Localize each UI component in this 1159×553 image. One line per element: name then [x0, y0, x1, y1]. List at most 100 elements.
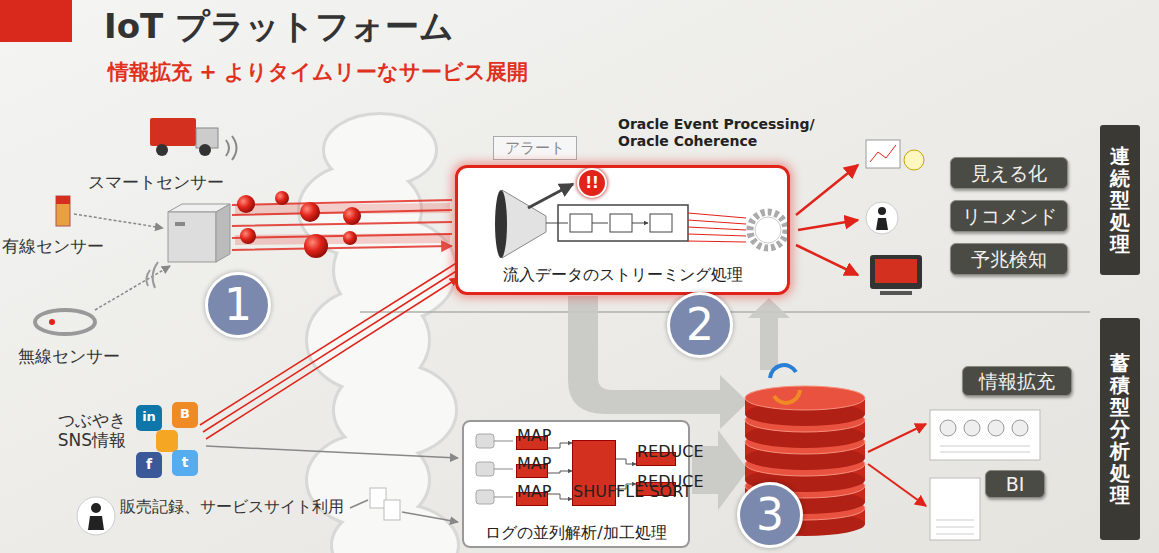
- flow-connector: [548, 443, 572, 448]
- data-balls: [237, 195, 255, 213]
- cloud: [300, 115, 457, 553]
- flow-arrows: [748, 298, 790, 370]
- map-box: MAP: [516, 436, 548, 450]
- wired-sensor-icon: [56, 196, 163, 228]
- log-box-ground: [476, 434, 494, 448]
- box-text: 見える化: [971, 162, 1047, 185]
- flow-connector: [616, 459, 636, 464]
- gateway-icon: [216, 204, 230, 262]
- wired-sensor-icon: [56, 196, 70, 226]
- output-icons: [904, 150, 924, 170]
- pipeline: [688, 213, 746, 242]
- box-text: 3: [756, 489, 784, 542]
- function-box: リコメンド: [950, 200, 1068, 232]
- callout-number: 2: [667, 292, 733, 358]
- side-band: 連続型処理: [1100, 125, 1140, 275]
- truck-icon: [199, 144, 211, 156]
- box-text: REDUCE: [637, 472, 675, 491]
- box-text: ログの並列解析/加工処理: [464, 523, 688, 542]
- report-icons: [940, 420, 956, 436]
- alert-mark: !!: [577, 168, 607, 198]
- output-icons: [875, 259, 917, 283]
- wireless-sensor-icon: [146, 262, 158, 288]
- gear-icon: [755, 217, 781, 243]
- data-balls: [237, 191, 361, 258]
- source-label: つぶやき SNS情報: [40, 410, 126, 451]
- gateway-icon: [168, 204, 230, 262]
- sns-feeds: [206, 446, 458, 458]
- box-text: 情報拡充: [979, 370, 1055, 393]
- file-icons: [384, 500, 400, 520]
- data-stream: [232, 200, 452, 250]
- report-arrows: [868, 424, 926, 506]
- pipeline: [546, 223, 648, 224]
- icon-letter: f: [136, 456, 162, 473]
- device-label: 無線センサー: [18, 346, 120, 366]
- box-text: 流入データのストリーミング処理: [458, 265, 787, 284]
- report-arrows: [868, 424, 926, 452]
- funnel: [495, 190, 546, 258]
- report-arrows: [868, 464, 926, 506]
- box-text: BI: [1006, 473, 1025, 496]
- reduce-box: REDUCE: [636, 452, 676, 466]
- icon-letter: t: [172, 454, 198, 471]
- sns-icons: [172, 450, 198, 476]
- process-box: Oracle Event Processing/ Oracle Coherenc…: [455, 165, 790, 295]
- box-text: REDUCE: [637, 442, 675, 461]
- report-icons: [936, 520, 974, 534]
- sns-feeds: [200, 262, 458, 458]
- alert-box: アラート: [493, 136, 577, 160]
- flow-arrows: [692, 430, 748, 510]
- gear-icon: [750, 212, 786, 248]
- person-icon: [77, 497, 115, 535]
- output-icons: [876, 218, 888, 230]
- box-text: !!: [585, 174, 599, 192]
- alert-arrow: [528, 184, 573, 208]
- refresh-icon: [770, 365, 800, 403]
- cloud: [300, 115, 457, 553]
- output-icons: [870, 145, 896, 162]
- stream-box-ground: [455, 165, 790, 295]
- side-band: 蓄積型分析処理: [1100, 318, 1140, 540]
- truck-icon: [156, 144, 168, 156]
- icon-letter: B: [172, 406, 198, 422]
- flow-connector: [548, 471, 572, 473]
- file-icons: [350, 488, 458, 522]
- wired-sensor-icon: [74, 214, 163, 228]
- data-balls: [240, 228, 256, 244]
- log-box-ground: [494, 441, 513, 497]
- person-icon: [77, 497, 115, 535]
- function-box: 見える化: [950, 157, 1068, 189]
- pipeline: [558, 205, 688, 241]
- truck-icon: [150, 118, 196, 146]
- function-box: 予兆検知: [950, 243, 1068, 275]
- callout-number: 1: [205, 272, 271, 338]
- box-text: 1: [224, 279, 252, 332]
- box-text: MAP: [517, 426, 547, 445]
- output-icons: [866, 140, 924, 295]
- sns-icons: [172, 402, 198, 428]
- sns-icons: [136, 402, 198, 478]
- sns-icons: [136, 405, 162, 431]
- pipeline: [650, 214, 672, 232]
- reduce-box: REDUCE: [636, 482, 676, 496]
- refresh-icon: [770, 365, 796, 378]
- wireless-sensor-icon: [49, 319, 55, 325]
- wireless-sensor-icon: [95, 266, 170, 310]
- output-icons: [878, 207, 886, 215]
- pipeline: [610, 214, 632, 232]
- data-balls: [275, 191, 289, 205]
- data-balls: [300, 202, 320, 222]
- output-icons: [866, 202, 898, 234]
- report-icons: [930, 478, 980, 540]
- output-arrows: [796, 165, 858, 275]
- log-box-ground: [476, 490, 494, 504]
- box-text: アラート: [505, 139, 565, 157]
- icon-letter: in: [136, 409, 162, 425]
- wired-sensor-icon: [56, 196, 70, 204]
- title-text: IoT プラットフォーム: [104, 4, 454, 50]
- funnel: [496, 190, 546, 258]
- process-box: ログの並列解析/加工処理MAPMAPMAPSHUFFLE SORTREDUCER…: [462, 420, 690, 548]
- report-icons: [940, 446, 1030, 452]
